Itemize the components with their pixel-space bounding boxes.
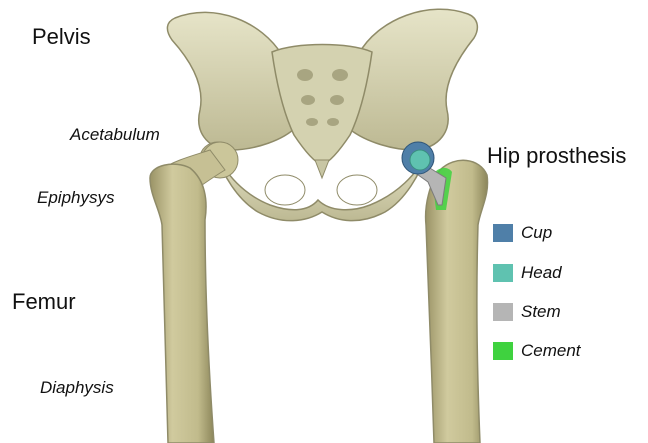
right-femur	[426, 160, 488, 443]
legend-item-stem: Stem	[493, 301, 561, 323]
legend-swatch-cement	[493, 342, 513, 360]
label-acetabulum: Acetabulum	[70, 125, 160, 145]
legend-label-cement: Cement	[521, 341, 581, 361]
label-femur: Femur	[12, 289, 76, 315]
left-femur-shaft	[150, 164, 214, 443]
label-epiphysys: Epiphysys	[37, 188, 114, 208]
legend-item-cement: Cement	[493, 340, 581, 362]
right-obturator-foramen	[337, 175, 377, 205]
legend-label-head: Head	[521, 263, 562, 283]
legend-item-cup: Cup	[493, 222, 552, 244]
label-diaphysis: Diaphysis	[40, 378, 114, 398]
label-pelvis: Pelvis	[32, 24, 91, 50]
sacrum	[272, 45, 372, 166]
left-femur	[150, 142, 238, 443]
legend-label-cup: Cup	[521, 223, 552, 243]
legend-swatch-cup	[493, 224, 513, 242]
label-hip-prosthesis: Hip prosthesis	[487, 143, 626, 169]
legend-label-stem: Stem	[521, 302, 561, 322]
legend-swatch-stem	[493, 303, 513, 321]
legend-item-head: Head	[493, 262, 562, 284]
legend-swatch-head	[493, 264, 513, 282]
coccyx	[315, 160, 329, 178]
prosthesis-head	[410, 150, 430, 170]
right-femur-shaft	[426, 160, 488, 443]
left-obturator-foramen	[265, 175, 305, 205]
